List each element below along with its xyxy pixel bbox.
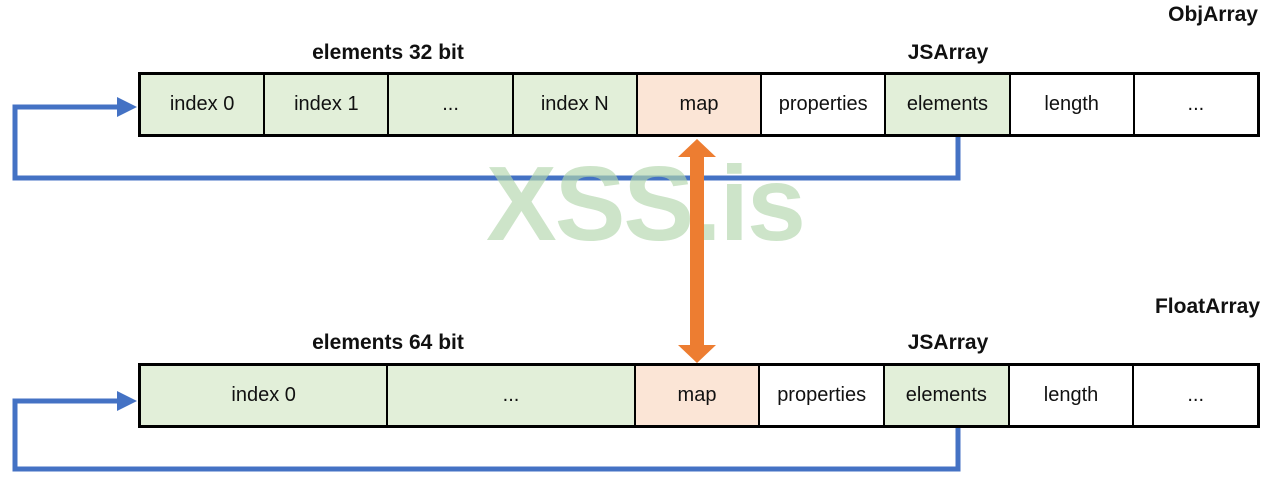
cell-map: map (635, 75, 761, 134)
objarray-jsarray-label: JSArray (907, 41, 989, 64)
cell-ellipsis-tail: ... (1132, 75, 1257, 134)
cell-index-1: index 1 (263, 75, 388, 134)
cell-index-n: index N (511, 75, 636, 134)
objarray-elements-width-label: elements 32 bit (312, 41, 464, 64)
cell-ellipsis-tail: ... (1132, 366, 1258, 425)
watermark-text: XSS.is (486, 145, 806, 263)
cell-properties: properties (760, 75, 885, 134)
floatarray-jsarray-label: JSArray (907, 331, 989, 354)
objarray-pointer-arrowhead-icon (117, 97, 137, 117)
floatarray-elements-width-label: elements 64 bit (312, 331, 464, 354)
floatarray-pointer-arrowhead-icon (117, 391, 137, 411)
cell-map: map (633, 366, 759, 425)
cell-properties: properties (758, 366, 883, 425)
cell-elements: elements (884, 75, 1009, 134)
cell-ellipsis: ... (386, 366, 634, 425)
cell-ellipsis: ... (387, 75, 512, 134)
objarray-title: ObjArray (1168, 3, 1258, 26)
cell-index-0: index 0 (141, 75, 264, 134)
map-swap-arrowhead-up-icon (678, 139, 716, 157)
cell-elements: elements (883, 366, 1008, 425)
cell-length: length (1007, 366, 1133, 425)
floatarray-title: FloatArray (1154, 295, 1260, 318)
cell-index-0: index 0 (141, 366, 387, 425)
cell-length: length (1008, 75, 1133, 134)
